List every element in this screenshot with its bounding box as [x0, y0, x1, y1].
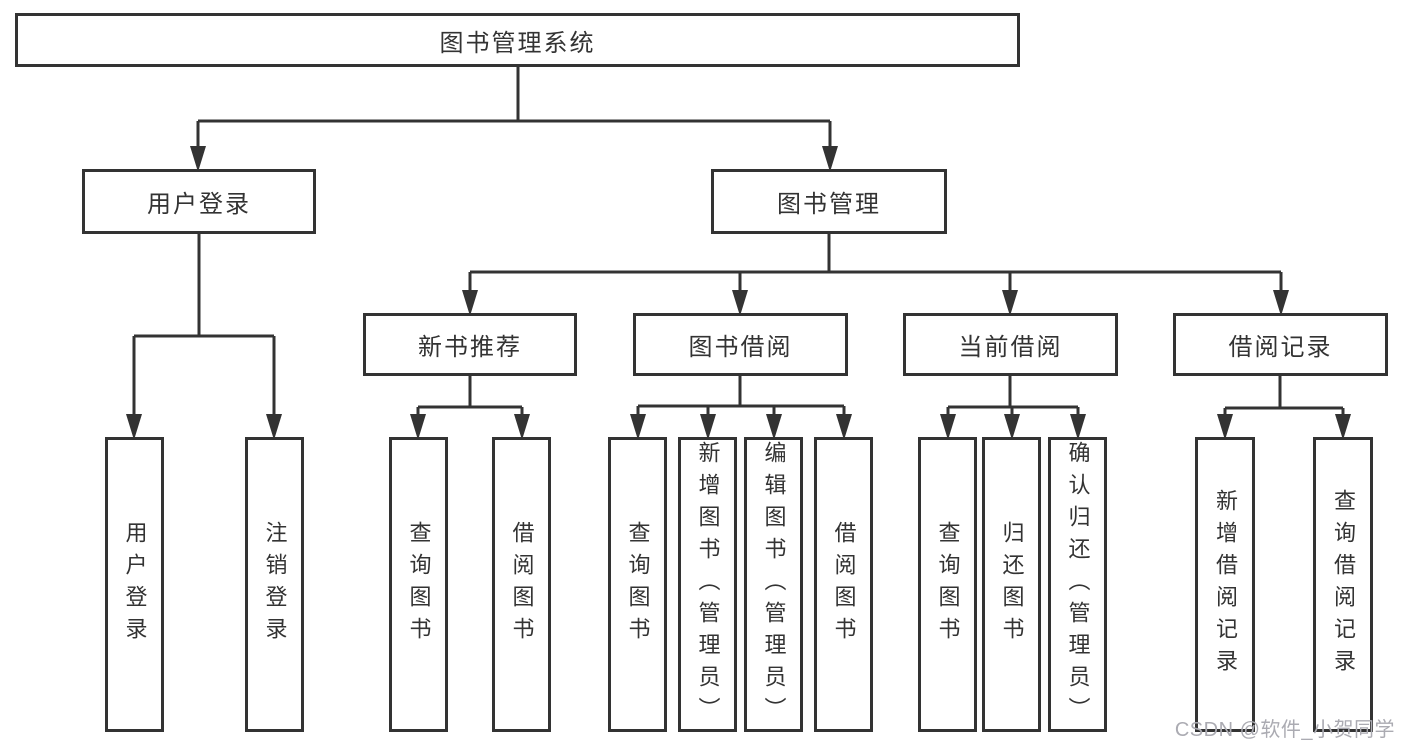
node-borrow-records-label: 借阅记录	[1228, 334, 1333, 361]
leaf-edit-book-admin: 编辑图书（管理员）	[744, 437, 803, 732]
node-root: 图书管理系统	[15, 13, 1020, 67]
leaf-logout: 注销登录	[245, 437, 304, 732]
leaf-user-login-label: 用户登录	[122, 520, 148, 649]
leaf-query-book-borrow-label: 查询图书	[625, 520, 651, 649]
leaf-borrow-book-recommend-label: 借阅图书	[509, 520, 535, 649]
node-book-borrow-label: 图书借阅	[688, 334, 793, 361]
leaf-add-book-admin: 新增图书（管理员）	[678, 437, 737, 732]
leaf-logout-label: 注销登录	[262, 520, 288, 649]
leaf-edit-book-admin-label: 编辑图书（管理员）	[761, 440, 787, 729]
node-borrow-records: 借阅记录	[1173, 313, 1388, 376]
leaf-add-borrow-record: 新增借阅记录	[1195, 437, 1255, 732]
leaf-borrow-book: 借阅图书	[814, 437, 873, 732]
leaf-query-book-current: 查询图书	[918, 437, 977, 732]
leaf-return-book: 归还图书	[982, 437, 1041, 732]
tree-edge-lines	[132, 67, 1345, 417]
watermark: CSDN @软件_小贺同学	[1174, 719, 1395, 741]
leaf-confirm-return-admin-label: 确认归还（管理员）	[1065, 440, 1091, 729]
leaf-user-login: 用户登录	[105, 437, 164, 732]
leaf-borrow-book-label: 借阅图书	[831, 520, 857, 649]
leaf-query-book-recommend: 查询图书	[389, 437, 448, 732]
node-new-book-recommend: 新书推荐	[363, 313, 577, 376]
leaf-query-borrow-record-label: 查询借阅记录	[1331, 488, 1356, 681]
node-book-borrow: 图书借阅	[633, 313, 848, 376]
node-user-login: 用户登录	[82, 169, 316, 234]
leaf-query-book-current-label: 查询图书	[935, 520, 961, 649]
leaf-query-book-borrow: 查询图书	[608, 437, 667, 732]
node-current-borrow: 当前借阅	[903, 313, 1118, 376]
node-user-login-label: 用户登录	[147, 191, 251, 218]
leaf-add-book-admin-label: 新增图书（管理员）	[695, 440, 721, 729]
node-book-management-label: 图书管理	[777, 191, 881, 218]
node-new-book-recommend-label: 新书推荐	[418, 334, 522, 361]
leaf-query-borrow-record: 查询借阅记录	[1313, 437, 1373, 732]
leaf-add-borrow-record-label: 新增借阅记录	[1213, 488, 1238, 681]
leaf-return-book-label: 归还图书	[999, 520, 1025, 649]
leaf-query-book-recommend-label: 查询图书	[406, 520, 432, 649]
arrowheads	[126, 146, 1351, 440]
node-root-label: 图书管理系统	[439, 29, 596, 57]
node-book-management: 图书管理	[711, 169, 947, 234]
leaf-confirm-return-admin: 确认归还（管理员）	[1048, 437, 1107, 732]
node-current-borrow-label: 当前借阅	[958, 334, 1063, 361]
leaf-borrow-book-recommend: 借阅图书	[492, 437, 551, 732]
